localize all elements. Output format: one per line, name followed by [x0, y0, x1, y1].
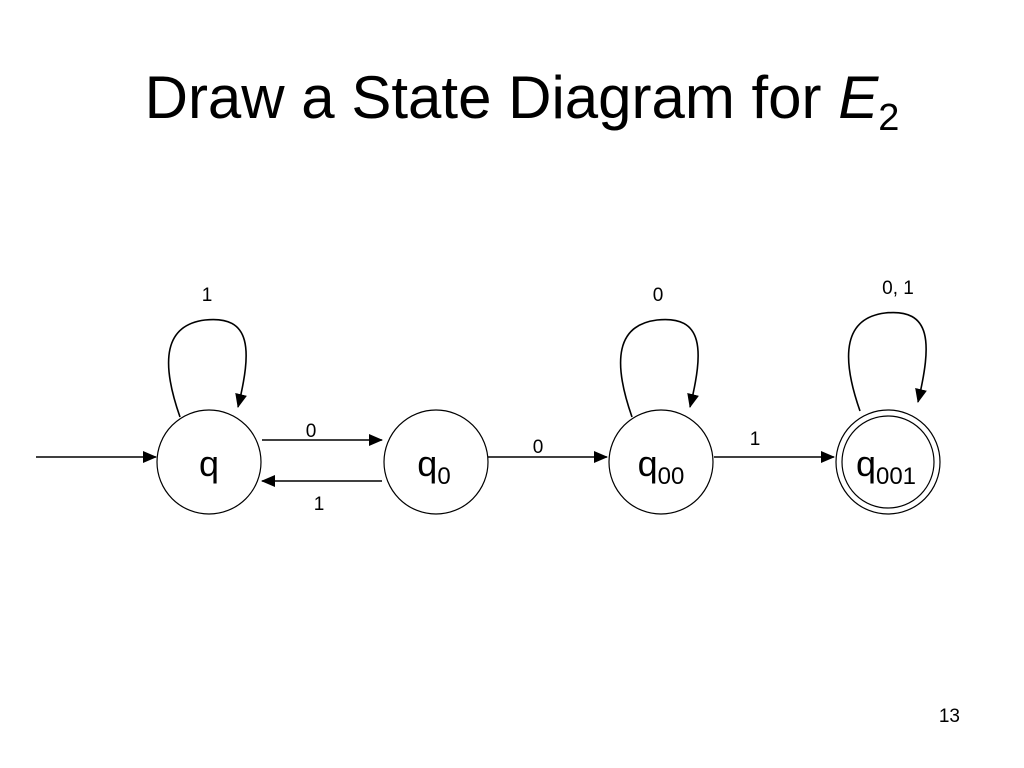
- label-loop-q00: 0: [653, 285, 664, 306]
- state-label-q0: q0: [417, 443, 450, 490]
- label-q0-to-q00: 0: [533, 437, 544, 458]
- page-title: Draw a State Diagram for E2: [0, 58, 1024, 138]
- title-text: Draw a State Diagram for: [144, 64, 839, 131]
- state-label-q: q: [199, 443, 219, 484]
- self-loop-q: [167, 318, 247, 418]
- state-q: [156, 409, 262, 515]
- title-subscript: 2: [878, 97, 900, 139]
- accept-ring-q001: [841, 415, 935, 509]
- state-q001: [835, 409, 941, 515]
- self-loop-q001: [847, 311, 927, 412]
- label-q0-to-q: 1: [314, 494, 325, 515]
- label-loop-q001: 0, 1: [882, 278, 914, 299]
- self-loop-q00: [619, 318, 699, 418]
- title-variable: E: [838, 64, 879, 131]
- state-q0: [383, 409, 489, 515]
- state-q00: [608, 409, 714, 515]
- page-number: 13: [938, 706, 960, 727]
- state-label-q00: q00: [638, 443, 685, 490]
- state-label-q001: q001: [856, 443, 916, 490]
- label-q00-to-q001: 1: [750, 429, 761, 450]
- label-q-to-q0: 0: [306, 421, 317, 442]
- label-loop-q: 1: [202, 285, 213, 306]
